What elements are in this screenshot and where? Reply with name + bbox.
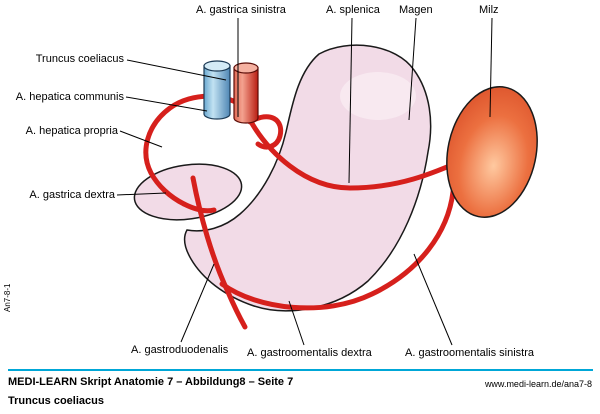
- leader-line: [119, 130, 163, 148]
- label-a-splenica: A. splenica: [326, 4, 380, 16]
- spleen-shape: [446, 86, 538, 218]
- label-magen: Magen: [399, 4, 433, 16]
- label-a-gastroomentalis-dextra: A. gastroomentalis dextra: [247, 347, 372, 359]
- aorta-cylinder-top: [233, 62, 259, 74]
- leader-line: [116, 192, 167, 196]
- footer-url: www.medi-learn.de/ana7-8: [484, 379, 592, 389]
- portal-vein-cylinder-top: [203, 60, 231, 72]
- leader-line: [180, 263, 215, 343]
- figure-title: Truncus coeliacus: [8, 395, 104, 407]
- label-a-gastroduodenalis: A. gastroduodenalis: [131, 344, 229, 356]
- left-gastric-artery-path: [247, 114, 284, 150]
- leader-line: [126, 59, 227, 81]
- portal-vein-cylinder: [203, 65, 231, 120]
- footer-divider: [8, 369, 593, 371]
- duodenum-shape: [133, 163, 243, 221]
- footer-source-text: MEDI-LEARN Skript Anatomie 7 – Abbildung…: [8, 376, 294, 388]
- leader-line: [348, 17, 353, 184]
- vessel-cylinders: [203, 60, 259, 124]
- label-milz: Milz: [479, 4, 499, 16]
- label-a-hepatica-propria: A. hepatica propria: [25, 125, 118, 137]
- leader-line: [125, 96, 208, 112]
- leader-lines: [116, 17, 493, 346]
- leader-line: [408, 17, 417, 121]
- label-a-gastrica-sinistra: A. gastrica sinistra: [196, 4, 286, 16]
- leader-line: [288, 300, 305, 346]
- aorta-cylinder: [233, 67, 259, 124]
- label-a-gastroomentalis-sinistra: A. gastroomentalis sinistra: [405, 347, 534, 359]
- stomach-highlight: [340, 72, 416, 120]
- label-truncus-coeliacus: Truncus coeliacus: [35, 53, 124, 65]
- label-a-hepatica-communis: A. hepatica communis: [15, 91, 124, 103]
- leader-line: [413, 253, 453, 346]
- figure-code: An7-8-1: [3, 283, 12, 312]
- label-a-gastrica-dextra: A. gastrica dextra: [29, 189, 115, 201]
- splenic-artery-path: [247, 117, 471, 191]
- leader-line: [489, 17, 493, 118]
